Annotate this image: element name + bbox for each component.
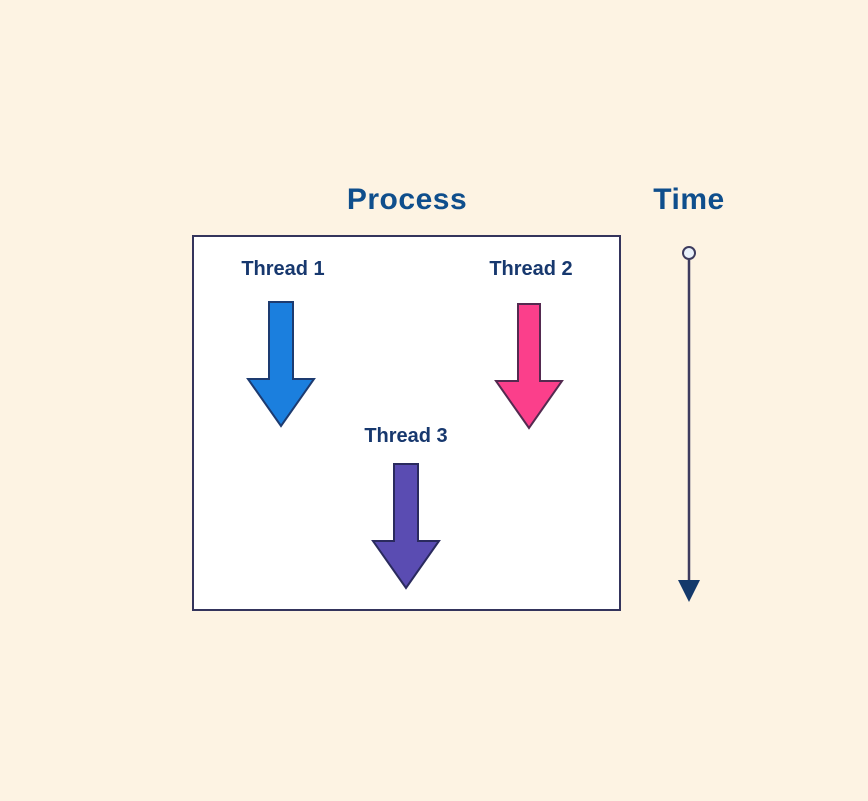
time-axis [678,246,700,602]
thread-2-label: Thread 2 [489,258,573,280]
thread-2-arrow-icon [494,303,564,430]
thread-3-arrow-icon [371,463,441,590]
thread-1-arrow-shape [246,301,316,428]
thread-1-arrow-icon [246,301,316,428]
thread-1-label: Thread 1 [241,258,325,280]
thread-3-arrow-shape [371,463,441,590]
process-title: Process [346,183,468,216]
thread-2-arrow-shape [494,303,564,430]
time-axis-start-circle [682,246,696,260]
time-axis-arrowhead-icon [678,580,700,602]
thread-3-label: Thread 3 [364,425,448,447]
time-title: Time [653,183,725,216]
